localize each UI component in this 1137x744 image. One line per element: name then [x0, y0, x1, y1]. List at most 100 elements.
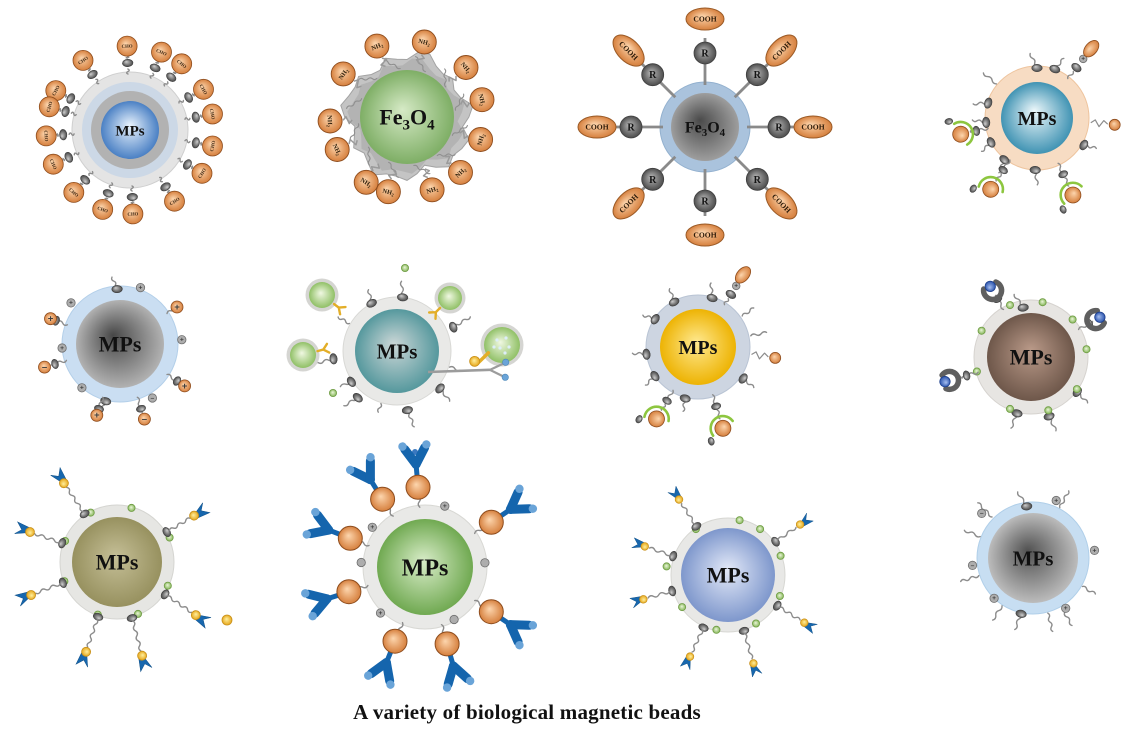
squiggle-line	[130, 185, 134, 192]
squiggle-line	[960, 574, 980, 583]
charge-dot	[356, 557, 366, 568]
charge-dot-orange	[137, 412, 151, 426]
spoke-line	[733, 81, 751, 99]
squiggle-line	[88, 170, 94, 176]
zigzag-line	[1090, 119, 1109, 128]
squiggle-line	[1066, 70, 1075, 80]
bead-core	[681, 528, 775, 622]
green-dot	[1068, 315, 1077, 324]
charge-sign: +	[94, 410, 100, 421]
squiggle-line	[79, 182, 84, 186]
squiggle-line	[190, 165, 194, 170]
yellow-biotin-dot	[81, 646, 91, 657]
charge-dot	[1051, 495, 1061, 506]
spoke-line	[733, 155, 751, 173]
target-cell	[427, 282, 466, 321]
cell-speckle	[504, 336, 508, 340]
squiggle-line	[125, 56, 130, 59]
yellow-biotin-dot	[639, 595, 648, 604]
zigzag-line	[459, 99, 471, 108]
small-orange-tag	[714, 419, 732, 437]
r-group	[693, 41, 717, 65]
linker-bead	[635, 415, 643, 424]
squiggle-line	[68, 132, 75, 136]
functional-group-text: NH2	[330, 143, 342, 157]
squiggle-line	[172, 71, 177, 75]
functional-group-tag	[448, 159, 473, 185]
linker-protein-tag	[337, 525, 363, 551]
linker-bead	[1029, 166, 1041, 174]
biotin-flag-unit	[14, 521, 35, 537]
bead-core	[660, 309, 736, 385]
bead-core	[72, 517, 162, 607]
squiggle-line	[680, 503, 696, 525]
charge-dot	[77, 383, 87, 393]
biotin-flag-unit	[137, 650, 153, 673]
zigzag-line	[445, 155, 452, 165]
charge-dot-orange	[178, 379, 192, 393]
squiggle-line	[184, 138, 191, 144]
linker-bead	[184, 92, 193, 103]
antibody-tip	[301, 589, 310, 598]
squiggle-line	[75, 100, 82, 106]
bead-label: MPs	[96, 550, 139, 575]
bead-core	[101, 101, 159, 159]
charge-dot	[147, 393, 157, 403]
green-dot	[972, 367, 981, 376]
bead-cho-functionalized: MPsCHOCHOCHOCHOCHOCHOCHOCHOCHOCHOCHOCHOC…	[35, 35, 223, 225]
antibody-tip	[515, 640, 524, 650]
functional-group-tag	[72, 50, 94, 71]
zigzag-line	[415, 54, 425, 64]
functional-group-tag	[469, 87, 495, 113]
antibody-tip	[442, 683, 452, 692]
figure-caption: A variety of biological magnetic beads	[353, 700, 701, 724]
linker-bead	[182, 159, 192, 170]
squiggle-line	[647, 591, 671, 599]
squiggle-line	[963, 529, 981, 538]
coating-texture	[383, 59, 401, 70]
functional-group-text: NH2	[426, 185, 440, 196]
antibody-tip	[515, 484, 524, 494]
yellow-biotin-dot	[137, 650, 148, 661]
squiggle-line	[73, 152, 80, 156]
r-group-text: R	[775, 123, 783, 134]
linker-bead	[136, 404, 146, 413]
bead-label: MPs	[115, 123, 144, 139]
linker-bead	[1017, 303, 1029, 312]
squiggle-line	[64, 94, 68, 98]
squiggle-line	[104, 197, 109, 200]
linker-bead	[1071, 62, 1082, 73]
green-arc	[952, 120, 975, 146]
squiggle-line	[159, 176, 163, 183]
linker-bead	[166, 72, 177, 82]
bead-label: MPs	[402, 555, 449, 581]
r-group	[745, 63, 769, 87]
cooh-text: COOH	[585, 123, 608, 132]
cell-speckle	[498, 346, 502, 350]
functional-group-text: CHO	[42, 130, 48, 142]
antibody	[301, 589, 342, 621]
functional-group-text: CHO	[155, 49, 167, 58]
linker-protein-tag	[478, 599, 504, 625]
squiggle-line	[62, 157, 66, 162]
cell-speckle	[507, 345, 511, 349]
charge-dot	[177, 335, 187, 345]
charge-dot	[367, 522, 377, 532]
linker-bead	[982, 116, 991, 128]
functional-group-tag	[191, 162, 213, 184]
functional-group-tag	[411, 29, 437, 55]
antibody-arm	[443, 661, 458, 689]
squiggle-line	[56, 133, 59, 138]
linker-bead	[662, 396, 672, 405]
charge-dot	[449, 614, 459, 625]
linker-bead	[397, 293, 409, 302]
antibody-tip	[398, 442, 407, 451]
biotin-flag-unit	[189, 502, 211, 521]
functional-group-text: CHO	[198, 168, 208, 180]
squiggle-line	[992, 605, 1003, 621]
squiggle-line	[750, 331, 768, 337]
antibody-arm	[505, 504, 534, 514]
bead-label: Fe3O4	[685, 120, 726, 140]
antibody-arm	[505, 620, 523, 647]
